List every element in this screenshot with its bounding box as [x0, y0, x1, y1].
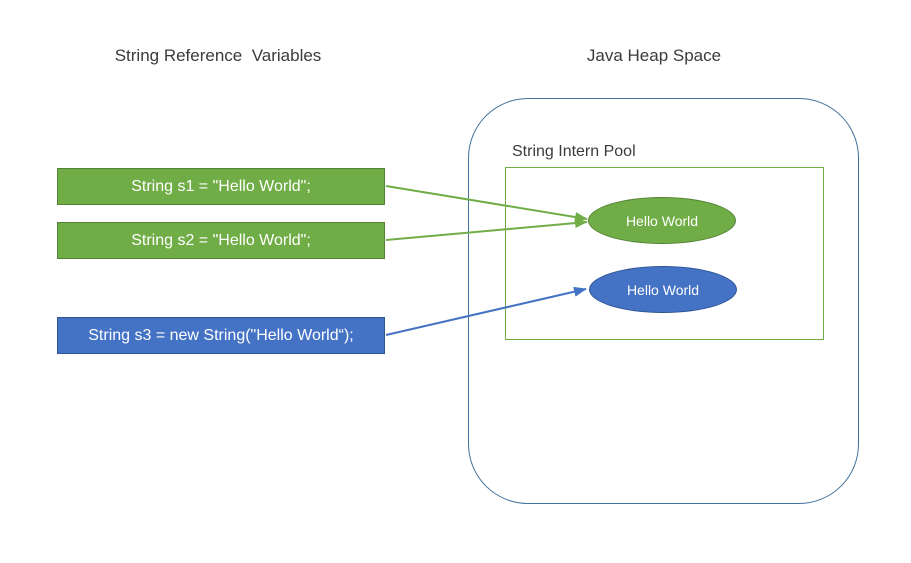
s1-variable-box: String s1 = "Hello World"; — [57, 168, 385, 205]
s2-variable-box: String s2 = "Hello World"; — [57, 222, 385, 259]
interned-string-ellipse: Hello World — [588, 197, 736, 244]
left-column-title: String Reference Variables — [114, 46, 322, 65]
s3-variable-box: String s3 = new String("Hello World“); — [57, 317, 385, 354]
heap-string-ellipse: Hello World — [589, 266, 737, 313]
string-intern-pool-label: String Intern Pool — [512, 143, 636, 160]
string-intern-pool-container — [505, 167, 824, 340]
right-column-title: Java Heap Space — [586, 46, 722, 65]
